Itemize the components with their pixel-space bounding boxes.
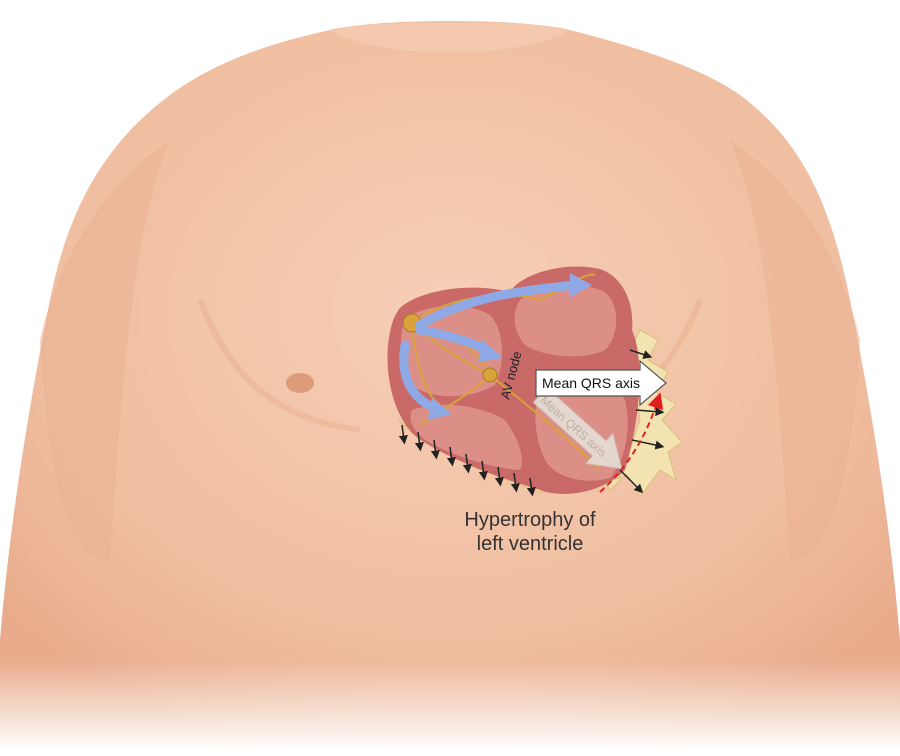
caption-line-1: Hypertrophy of (430, 508, 630, 532)
bottom-fade (0, 660, 900, 751)
caption-line-2: left ventricle (430, 532, 630, 556)
mean-qrs-axis-label: Mean QRS axis (542, 375, 640, 391)
diagram-caption: Hypertrophy of left ventricle (430, 508, 630, 556)
nipple (286, 373, 314, 393)
left-atrium (515, 285, 617, 356)
av-node-icon (483, 368, 497, 382)
